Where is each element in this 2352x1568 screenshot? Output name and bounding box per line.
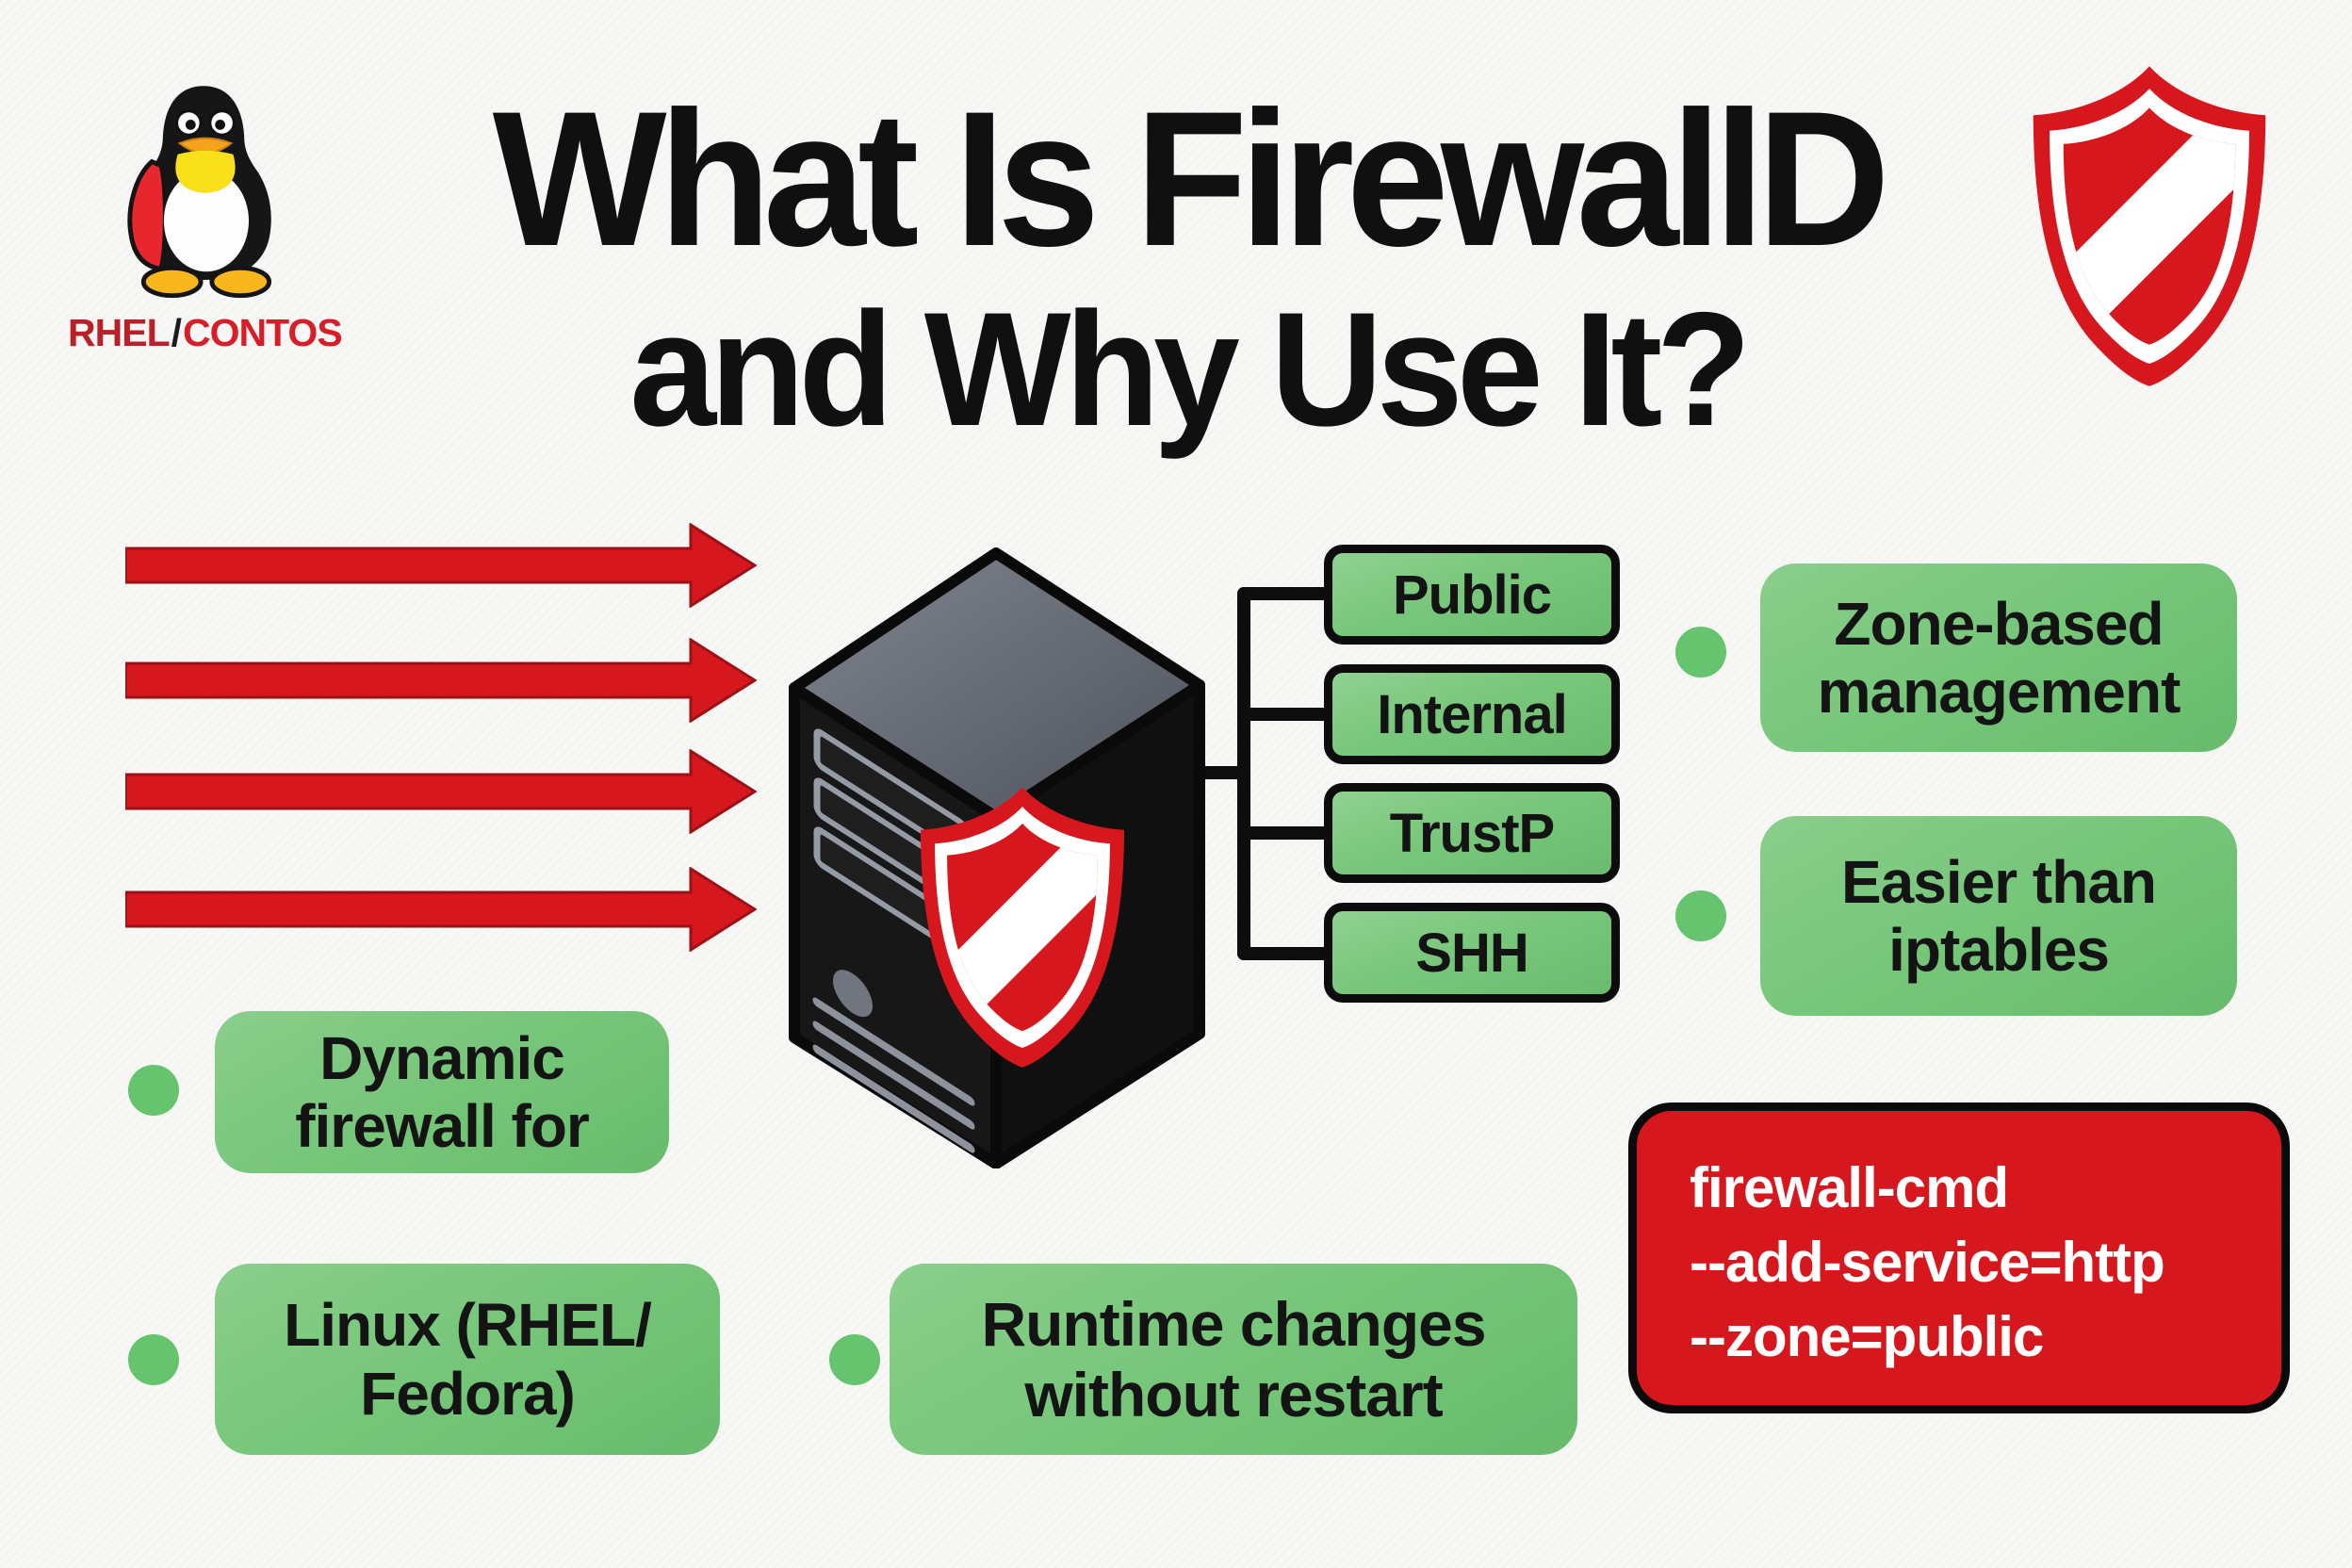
benefit-text-line: Fedora) [360,1359,576,1428]
zone-label: TrustP [1389,802,1555,864]
zone-label: Internal [1377,683,1567,745]
bullet-dot [829,1334,880,1385]
benefit-text-line: firewall for [295,1092,590,1160]
benefit-text-line: without restart [1024,1359,1443,1429]
benefit-text-line: management [1817,658,2181,726]
brand-label: RHEL/CONTOS [68,311,351,355]
zone-box-public: Public [1324,545,1620,645]
page-title: What Is FirewallD and Why Use It? [311,83,2064,450]
bullet-dot [1675,627,1726,678]
benefit-text-line: Runtime changes [981,1288,1486,1359]
benefit-text-line: iptables [1888,916,2110,984]
tux-penguin-icon [127,86,272,299]
zone-box-trustp: TrustP [1324,783,1620,883]
code-line: --add-service=http [1690,1231,2165,1294]
code-line: firewall-cmd [1690,1156,2009,1219]
benefit-dynamic-firewall: Dynamic firewall for [215,1011,669,1173]
incoming-traffic-arrow-icon [125,523,757,608]
zone-box-internal: Internal [1324,664,1620,764]
benefit-text-line: Easier than [1840,847,2157,916]
brand-rhel: RHEL [68,311,171,354]
firewall-cmd-code-box: firewall-cmd --add-service=http --zone=p… [1628,1102,2290,1413]
incoming-traffic-arrow-icon [125,638,757,723]
bullet-dot [128,1334,179,1385]
title-line2: and Why Use It? [629,279,1751,460]
benefit-text-line: Dynamic [319,1023,565,1092]
benefit-linux-rhel-fedora: Linux (RHEL/ Fedora) [215,1264,720,1455]
benefit-zone-management: Zone-based management [1760,564,2237,752]
brand-contos: CONTOS [183,311,343,354]
zone-label: Public [1392,564,1552,626]
zone-label: SHH [1415,922,1528,984]
bullet-dot [1675,890,1726,941]
firewall-shield-icon [921,787,1124,1068]
benefit-runtime-changes: Runtime changes without restart [890,1264,1577,1455]
incoming-traffic-arrow-icon [125,867,757,952]
title-line1: What Is FirewallD [492,72,1890,286]
benefit-text-line: Zone-based [1834,589,2164,658]
benefit-text-line: Linux (RHEL/ [284,1291,652,1360]
zone-box-shh: SHH [1324,903,1620,1003]
incoming-traffic-arrow-icon [125,749,757,834]
brand-slash: / [171,311,182,354]
benefit-easier-iptables: Easier than iptables [1760,816,2237,1016]
bullet-dot [128,1065,179,1116]
firewall-shield-icon [2033,66,2266,386]
code-line: --zone=public [1690,1305,2044,1368]
